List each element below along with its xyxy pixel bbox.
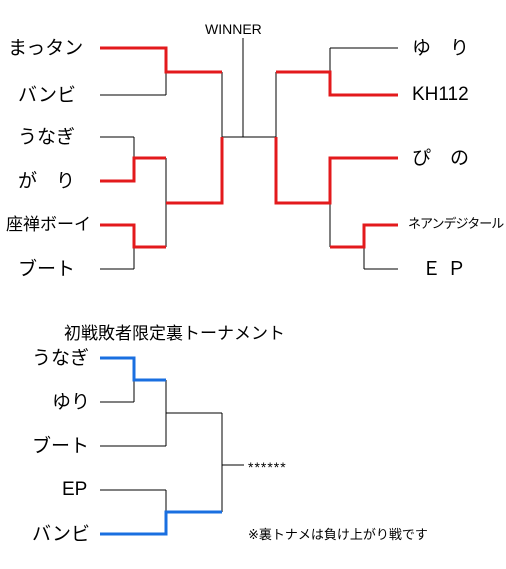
right-player-1: ゆ り bbox=[412, 37, 470, 59]
winner-path-left-top bbox=[100, 46, 222, 74]
sub-player-4: EP bbox=[62, 479, 88, 500]
sub-player-2: ゆり bbox=[52, 391, 91, 413]
right-player-2: KH112 bbox=[412, 84, 469, 105]
sub-winner-path-bottom bbox=[100, 510, 222, 536]
sub-player-5: バンビ bbox=[32, 523, 90, 545]
sub-bracket-note: ※裏トナメは負け上がり戦です bbox=[248, 528, 428, 543]
winner-path-right-top bbox=[276, 70, 398, 97]
winner-path-right-bottom bbox=[330, 223, 398, 249]
left-player-2: バンビ bbox=[18, 84, 76, 106]
left-player-5: 座禅ボーイ bbox=[6, 215, 91, 235]
left-player-3: うなぎ bbox=[18, 126, 76, 148]
right-player-5: Ｅ Ｐ bbox=[422, 258, 467, 280]
winner-title: WINNER bbox=[205, 21, 262, 37]
left-player-4: が り bbox=[18, 170, 76, 192]
sub-player-1: うなぎ bbox=[32, 347, 90, 369]
left-player-6: ブート bbox=[18, 258, 76, 280]
winner-path-left-bottom bbox=[100, 223, 166, 249]
winner-path-left-mid bbox=[100, 156, 166, 183]
winner-path-right-mid bbox=[274, 137, 398, 205]
sub-player-3: ブート bbox=[32, 435, 90, 457]
sub-bracket-title: 初戦敗者限定裏トーナメント bbox=[64, 324, 285, 344]
right-player-4: ネアンデジタール bbox=[408, 217, 504, 232]
sub-winner-placeholder: ****** bbox=[248, 459, 287, 475]
winner-path-left-semi bbox=[166, 137, 224, 205]
right-player-3: ぴ の bbox=[412, 147, 470, 169]
left-player-1: まっタン bbox=[8, 37, 84, 59]
sub-winner-path-top bbox=[100, 356, 166, 382]
